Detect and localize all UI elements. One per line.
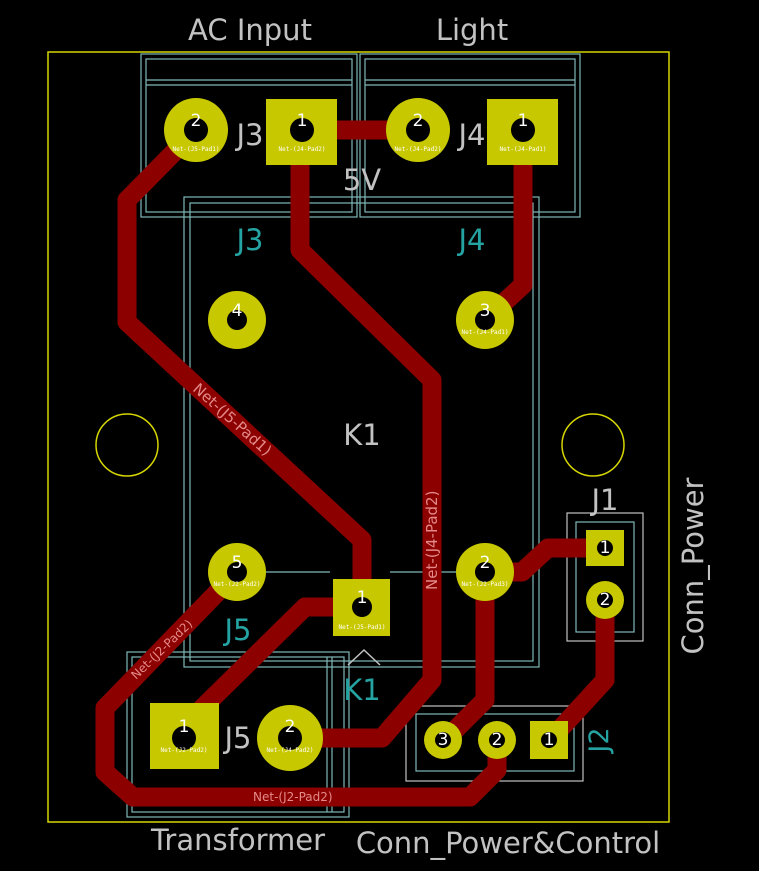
- label-conn-power-control: Conn_Power&Control: [356, 826, 660, 860]
- pad-net-name: Net-(J5-Pad1): [173, 146, 220, 153]
- label-conn-power: Conn_Power: [676, 477, 710, 654]
- label-ac-input: AC Input: [188, 13, 312, 47]
- pad-k1-3: 3 Net-(J4-Pad1): [456, 291, 514, 349]
- pad-j2-1: 1: [530, 721, 568, 759]
- pad-number: 1: [600, 538, 611, 558]
- pad-number: 1: [357, 588, 368, 608]
- ref-j5-silk: J5: [222, 721, 251, 755]
- pad-number: 1: [518, 111, 529, 131]
- pad-number: 2: [480, 553, 491, 573]
- net-label-j2-pad2-lower: Net-(J2-Pad2): [253, 790, 333, 804]
- pad-number: 2: [285, 717, 296, 737]
- pad-number: 2: [600, 590, 611, 610]
- trace-k1p2-j2p3: [435, 562, 495, 750]
- mounting-hole-left: [95, 413, 159, 477]
- pad-j3-2: 2 Net-(J5-Pad1): [164, 98, 228, 162]
- value-k1: K1: [343, 418, 380, 452]
- pad-net-name: Net-(J2-Pad3): [462, 581, 509, 588]
- pad-k1-2: 2 Net-(J2-Pad3): [456, 543, 514, 601]
- pad-number: 1: [297, 111, 308, 131]
- trace-j2-pad2-a: [95, 562, 507, 807]
- pad-number: 3: [438, 730, 449, 750]
- fab-ref-j5: J5: [222, 613, 251, 647]
- pad-k1-1: 1 Net-(J5-Pad1): [333, 579, 390, 636]
- pad-j1-2: 2: [586, 581, 624, 619]
- label-5v: 5V: [343, 163, 381, 197]
- pad-net-name: Net-(J2-Pad2): [214, 581, 261, 588]
- pad-net-name: Net-(J4-Pad1): [462, 329, 509, 336]
- pad-number: 4: [232, 301, 243, 321]
- pad-net-name: Net-(J4-Pad1): [500, 146, 547, 153]
- fab-ref-j4: J4: [456, 223, 485, 257]
- pad-k1-5: 5 Net-(J2-Pad2): [208, 543, 266, 601]
- mounting-hole-right: [561, 413, 625, 477]
- pad-net-name: Net-(J4-Pad2): [267, 747, 314, 754]
- ref-j4-silk: J4: [456, 118, 485, 152]
- pad-j4-1: 1 Net-(J4-Pad1): [487, 99, 558, 165]
- pad-k1-4: 4: [208, 291, 266, 349]
- ref-j3-silk: J3: [234, 118, 263, 152]
- trace-j4-pad2-b: [280, 120, 442, 748]
- pad-number: 1: [179, 717, 190, 737]
- pad-number: 3: [480, 301, 491, 321]
- label-transformer: Transformer: [150, 823, 325, 857]
- pad-net-name: Net-(J5-Pad1): [339, 624, 386, 631]
- label-light: Light: [436, 13, 508, 47]
- ref-j2: J2: [584, 727, 615, 754]
- pad-net-name: Net-(J2-Pad2): [161, 747, 208, 754]
- pad-j4-2: 2 Net-(J4-Pad2): [386, 98, 450, 162]
- fab-ref-j3: J3: [234, 223, 263, 257]
- pad-number: 2: [191, 111, 202, 131]
- pad-j2-2: 2: [478, 721, 516, 759]
- pad-j1-1: 1: [586, 530, 624, 566]
- pad-net-name: Net-(J4-Pad2): [395, 146, 442, 153]
- pad-j5-2: 2 Net-(J4-Pad2): [257, 705, 323, 771]
- courtyard-k1: [183, 196, 540, 668]
- pad-j5-1: 1 Net-(J2-Pad2): [150, 703, 219, 769]
- pad-number: 2: [413, 111, 424, 131]
- pad-net-name: Net-(J4-Pad2): [279, 146, 326, 153]
- pad-j3-1: 1 Net-(J4-Pad2): [266, 99, 337, 165]
- pad-j2-3: 3: [424, 721, 462, 759]
- trace-j1p2-j2p1: [540, 590, 615, 750]
- pad-number: 2: [492, 730, 503, 750]
- k1-pin1-marker: [347, 648, 381, 666]
- board-outline: [47, 51, 670, 823]
- net-label-j4-pad2: Net-(J4-Pad2): [423, 491, 441, 590]
- ref-j1: J1: [589, 483, 618, 517]
- pad-number: 5: [232, 553, 243, 573]
- trace-j5-pad1: [117, 120, 372, 617]
- ref-k1: K1: [343, 673, 380, 707]
- pad-number: 1: [544, 730, 555, 750]
